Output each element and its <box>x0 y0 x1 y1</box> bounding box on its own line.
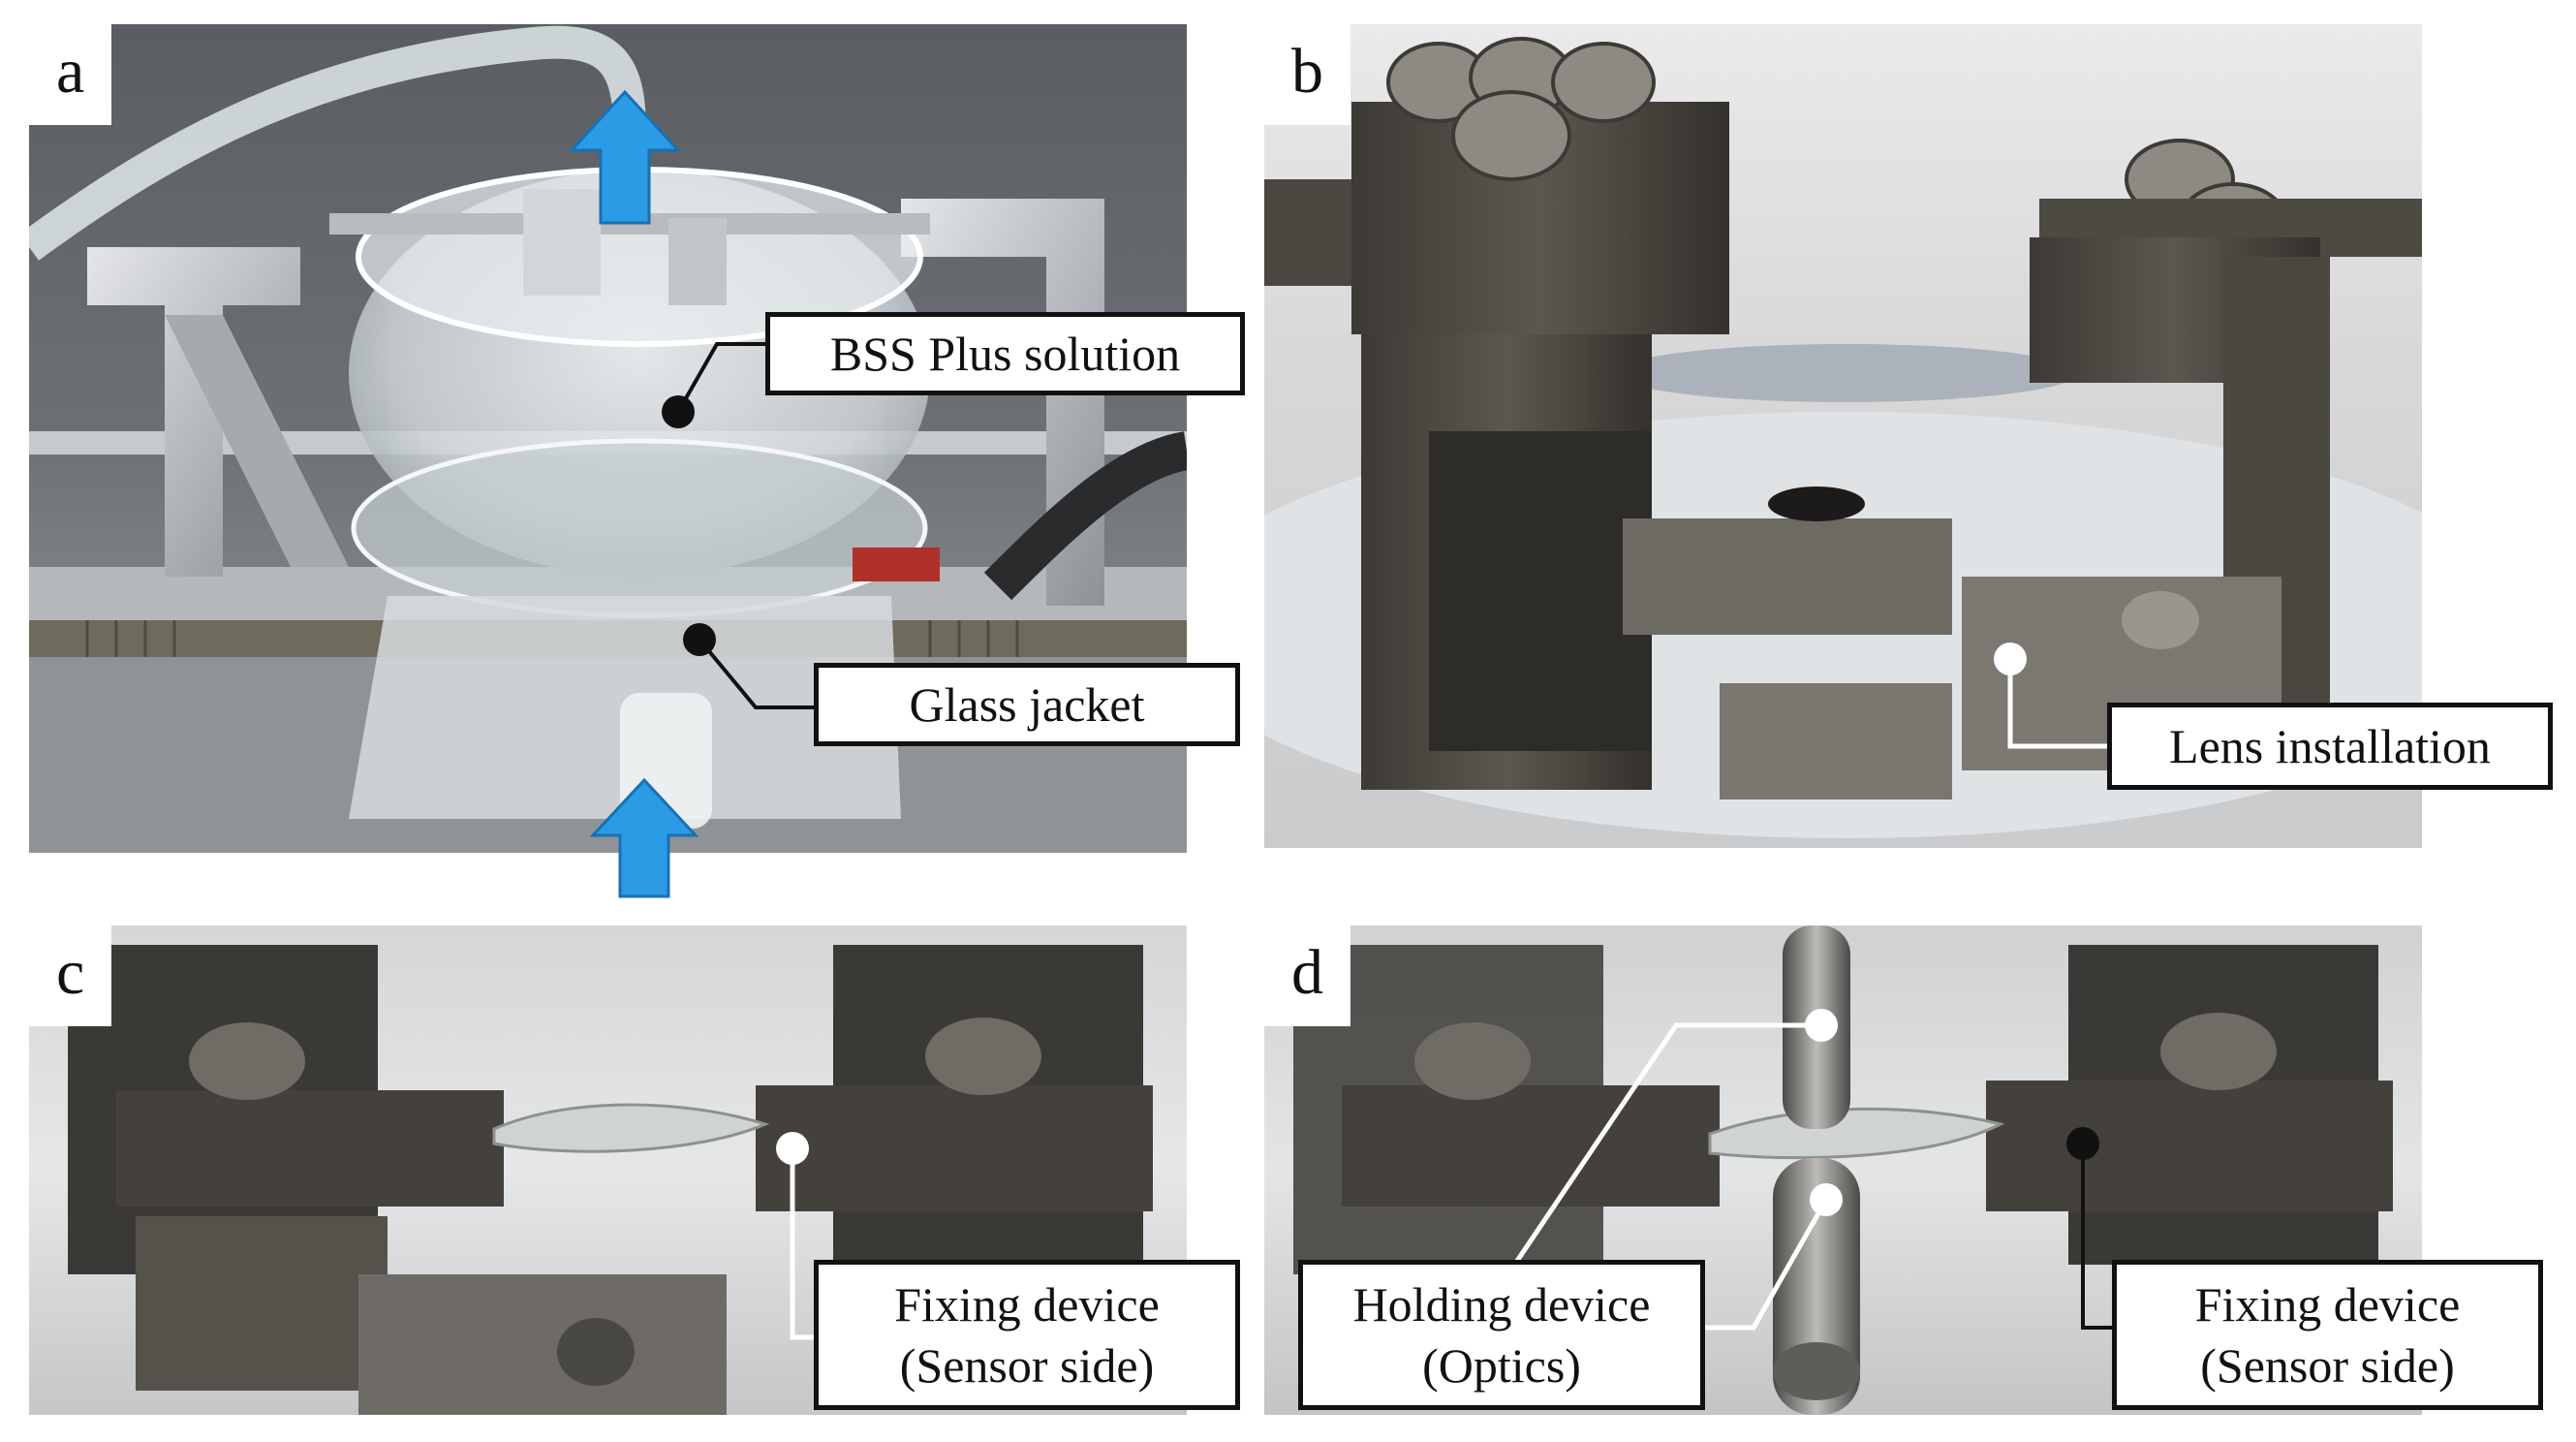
panel-letter-b: b <box>1264 24 1350 125</box>
callout-holding-device-line1: Holding device <box>1352 1277 1651 1332</box>
callout-fixing-device-c-line1: Fixing device <box>894 1277 1160 1332</box>
callout-holding-device-line2: (Optics) <box>1422 1337 1581 1393</box>
callout-bss-plus-text: BSS Plus solution <box>829 326 1181 381</box>
callout-bss-plus-solution: BSS Plus solution <box>765 312 1245 395</box>
callout-glass-jacket-text: Glass jacket <box>909 676 1145 732</box>
panel-letter-d: d <box>1264 925 1350 1026</box>
callout-fixing-device-c-line2: (Sensor side) <box>899 1337 1155 1393</box>
callout-glass-jacket: Glass jacket <box>814 663 1240 746</box>
callout-fixing-device-c: Fixing device (Sensor side) <box>814 1260 1240 1410</box>
callout-fixing-device-d-line2: (Sensor side) <box>2200 1337 2455 1393</box>
callout-fixing-device-d-line1: Fixing device <box>2194 1277 2461 1332</box>
panel-a-scene <box>29 24 1187 853</box>
panel-c-scene <box>29 925 1187 1415</box>
panel-letter-c: c <box>29 925 112 1026</box>
panel-letter-a: a <box>29 24 112 125</box>
callout-lens-installation: Lens installation <box>2107 703 2553 790</box>
callout-holding-device: Holding device (Optics) <box>1298 1260 1705 1410</box>
callout-fixing-device-d: Fixing device (Sensor side) <box>2112 1260 2543 1410</box>
panel-a-photo <box>29 24 1187 853</box>
callout-lens-installation-text: Lens installation <box>2169 718 2491 773</box>
